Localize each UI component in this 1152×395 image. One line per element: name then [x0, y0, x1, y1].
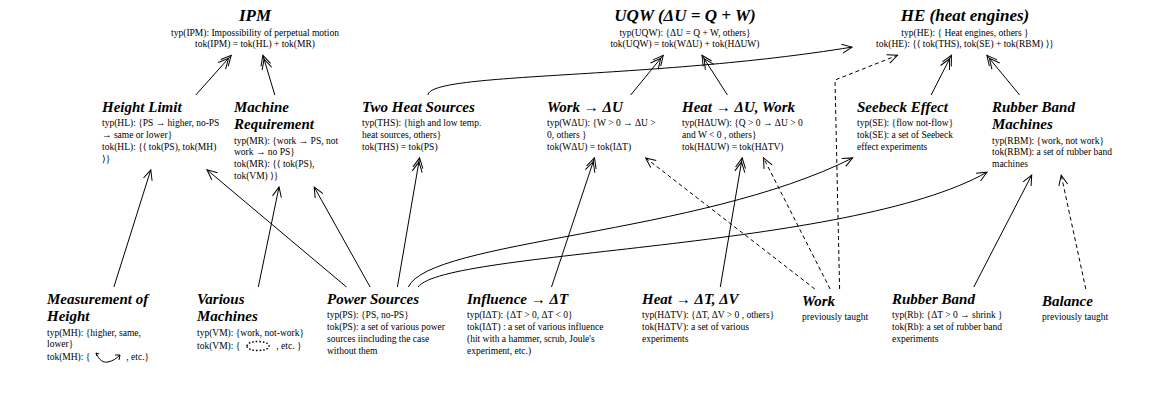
concept-node: Rubber Band Machines typ(RBM): {work, not… [990, 98, 1115, 172]
dashed-arrow [646, 158, 815, 289]
concept-heading: Various Machines [197, 291, 305, 326]
concept-heading: Rubber Band [892, 291, 1023, 308]
concept-text: typ(WΔU): {W > 0 → ΔU > 0, others } [547, 118, 663, 142]
concept-node: Heat → ΔU, Work typ(HΔUW): {Q > 0 → ΔU > … [680, 98, 815, 155]
concept-text: typ(HΔUW): {Q > 0 → ΔU > 0 and W < 0 , o… [682, 118, 813, 142]
concept-node: Rubber Band typ(Rb): {ΔT > 0 → shrink }to… [890, 290, 1025, 347]
concept-heading: HE (heat engines) [857, 6, 1073, 26]
concept-node: UQW (ΔU = Q + W) typ(UQW): {ΔU = Q + W, o… [590, 5, 780, 52]
dashed-arrow [835, 55, 898, 289]
implication-arrow [720, 158, 742, 287]
concept-node: Machine Requirementtyp(MR): {work → PS, … [232, 98, 345, 184]
token-line: tok(VM): { , etc. } [197, 339, 305, 353]
concept-text: typ(THS): {high and low temp. heat sourc… [362, 118, 488, 142]
concept-node: Measurement of Heighttyp(MH): {higher, s… [45, 290, 157, 366]
concept-text: tok(SE): a set of Seebeck effect experim… [857, 130, 973, 154]
concept-text: tok(IΔT) : a set of various influence (h… [467, 322, 611, 358]
concept-heading: Work → ΔU [547, 99, 663, 116]
support-arrow [408, 158, 852, 287]
concept-heading: Two Heat Sources [362, 99, 488, 116]
concept-node: Power Sources typ(PS): {PS, no-PS}tok(PS)… [325, 290, 457, 359]
concept-heading: Power Sources [327, 291, 455, 308]
concept-heading: UQW (ΔU = Q + W) [592, 6, 778, 26]
concept-heading: IPM [167, 6, 343, 26]
concept-text: tok(VM): { [197, 341, 240, 351]
concept-text: tok(RBM): a set of rubber band machines [992, 147, 1113, 171]
concept-text: tok(MH): { [47, 352, 90, 362]
concept-text: typ(MR): {work → PS, not work → no PS} [234, 136, 343, 160]
implication-arrow [702, 55, 727, 95]
concept-text: typ(HΔTV): {ΔT, ΔV > 0 , others} [642, 310, 788, 322]
support-arrow [974, 175, 1032, 287]
support-arrow [418, 172, 987, 287]
support-arrow [207, 170, 347, 287]
machine-loop-icon [243, 339, 273, 353]
implication-arrow [397, 158, 419, 287]
concept-node: Balance previously taught [1040, 292, 1140, 325]
concept-text: tok(MR): {⟨ tok(PS), tok(VM) ⟩} [234, 159, 343, 183]
concept-text: typ(SE): {flow not-flow} [857, 118, 973, 130]
concept-text: typ(Rb): {ΔT > 0 → shrink } [892, 310, 1023, 322]
implication-arrow [631, 55, 664, 95]
concept-text: tok(THS) = tok(PS) [362, 142, 488, 154]
concept-text: tok(WΔU) = tok(IΔT) [547, 142, 663, 154]
height-sketch-icon [93, 351, 123, 365]
support-arrow [114, 170, 151, 287]
concept-text: tok(PS): a set of various power sources … [327, 322, 455, 358]
concept-node: Work → ΔU typ(WΔU): {W > 0 → ΔU > 0, othe… [545, 98, 665, 155]
concept-text: typ(MH): {higher, same, lower} [47, 328, 155, 352]
concept-node: Heat → ΔT, ΔV typ(HΔTV): {ΔT, ΔV > 0 , ot… [640, 290, 790, 347]
implication-arrow [196, 55, 231, 95]
concept-text: previously taught [802, 312, 878, 324]
support-arrow [314, 187, 370, 287]
concept-heading: Machine Requirement [234, 99, 343, 134]
concept-text: , etc. } [276, 341, 301, 351]
support-arrow [258, 187, 279, 287]
concept-node: Influence → ΔT typ(IΔT): {ΔT > 0, ΔT < 0}… [465, 290, 613, 359]
concept-node: Height Limit typ(HL): {PS → higher, no-PS… [100, 98, 225, 167]
concept-text: typ(IΔT): {ΔT > 0, ΔT < 0} [467, 310, 611, 322]
concept-heading: Influence → ΔT [467, 291, 611, 308]
concept-text: typ(PS): {PS, no-PS} [327, 310, 455, 322]
concept-heading: Heat → ΔT, ΔV [642, 291, 788, 308]
concept-text: , etc.} [126, 352, 149, 362]
concept-heading: Balance [1042, 293, 1138, 310]
concept-text: typ(VM): {work, not-work} [197, 328, 305, 340]
concept-heading: Seebeck Effect [857, 99, 973, 116]
token-line: tok(MH): { , etc.} [47, 351, 155, 365]
concept-text: tok(Rb): a set of rubber band experiment… [892, 322, 1023, 346]
concept-text: previously taught [1042, 312, 1138, 324]
concept-node: IPM typ(IPM): Impossibility of perpetual … [165, 5, 345, 52]
concept-text: tok(HΔTV): a set of various experiments [642, 322, 788, 346]
concept-text: tok(UQW) = tok(WΔU) + tok(HΔUW) [592, 39, 778, 51]
dashed-arrow [1061, 175, 1086, 289]
concept-node: Two Heat Sources typ(THS): {high and low … [360, 98, 490, 155]
concept-node: HE (heat engines) typ(HE): { Heat engines… [855, 5, 1075, 52]
concept-heading: Measurement of Height [47, 291, 155, 326]
concept-node: Various Machines typ(VM): {work, not-work… [195, 290, 307, 354]
concept-text: tok(HE): {⟨ tok(THS), tok(SE) + tok(RBM)… [857, 39, 1073, 51]
concept-text: tok(HΔUW) = tok(HΔTV) [682, 142, 813, 154]
concept-heading: Rubber Band Machines [992, 99, 1113, 134]
concept-heading: Height Limit [102, 99, 223, 116]
concept-text: tok(IPM) = tok(HL) + tok(MR) [167, 39, 343, 51]
concept-node: Seebeck Effect typ(SE): {flow not-flow}to… [855, 98, 975, 155]
concept-node: Work previously taught [800, 292, 880, 325]
concept-text: typ(HL): {PS → higher, no-PS → same or l… [102, 118, 223, 142]
concept-text: typ(RBM): {work, not work} [992, 136, 1113, 148]
concept-text: typ(IPM): Impossibility of perpetual mot… [167, 28, 343, 40]
support-arrow [428, 47, 852, 95]
implication-arrow [552, 158, 595, 287]
concept-heading: Heat → ΔU, Work [682, 99, 813, 116]
concept-text: typ(HE): { Heat engines, others } [857, 28, 1073, 40]
implication-arrow [987, 55, 1020, 95]
concept-text: typ(UQW): {ΔU = Q + W, others} [592, 28, 778, 40]
implication-arrow [263, 55, 275, 95]
concept-heading: Work [802, 293, 878, 310]
concept-text: tok(HL): {⟨ tok(PS), tok(MH) ⟩} [102, 142, 223, 166]
dashed-arrow [764, 158, 831, 289]
implication-arrow [931, 55, 951, 95]
